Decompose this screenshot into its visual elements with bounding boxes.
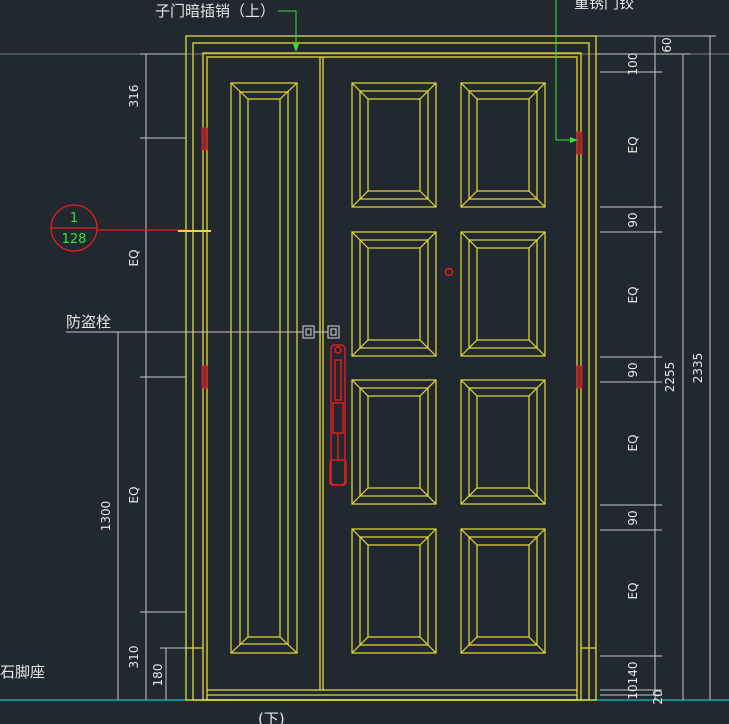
dim-right-eq-2: EQ: [626, 286, 640, 303]
dim-right-140: 140: [626, 662, 640, 685]
dim-right-90-3: 90: [626, 510, 640, 525]
dim-left-310: 310: [127, 646, 141, 669]
dim-right-20: 20: [651, 689, 665, 704]
hinge-right-bottom: [576, 365, 583, 389]
label-anti-theft: 防盗栓: [66, 313, 111, 331]
right-leaf-panels: [351, 82, 546, 654]
label-bottom: (下): [258, 710, 285, 724]
door-handle: [329, 344, 347, 486]
dim-right-10: 10: [626, 684, 640, 699]
hinges: [201, 127, 583, 389]
hinge-right-top: [576, 131, 583, 155]
dim-right-eq-1: EQ: [626, 136, 640, 153]
dim-left-eq-upper: EQ: [127, 249, 141, 266]
label-hinge: 重锈门铰: [574, 0, 634, 12]
door-panel-3: [351, 231, 437, 357]
door-panel-7: [351, 528, 437, 654]
section-tag-bottom: 128: [62, 232, 87, 247]
dim-left-eq-lower: EQ: [127, 486, 141, 503]
door-panel-5: [351, 379, 437, 505]
dim-right-90-1: 90: [626, 212, 640, 227]
dim-right-2335: 2335: [691, 353, 705, 384]
section-tag: 1 128: [50, 204, 211, 252]
dim-right-90-2: 90: [626, 362, 640, 377]
door-panel-2: [460, 82, 546, 208]
leader-arrow-top: [293, 44, 299, 52]
anti-theft-bolt: [302, 325, 340, 339]
door-panel-8: [460, 528, 546, 654]
dim-right-60: 60: [660, 37, 674, 52]
hinge-left-top: [201, 127, 208, 151]
dim-right-eq-3: EQ: [626, 434, 640, 451]
dim-right-eq-4: EQ: [626, 582, 640, 599]
dim-left-316: 316: [127, 85, 141, 108]
door-panel-1: [351, 82, 437, 208]
peephole-icon: [444, 267, 454, 277]
left-leaf-panel: [230, 82, 298, 654]
dim-left-1300: 1300: [99, 501, 113, 532]
label-stone-base: 石脚座: [0, 663, 45, 681]
label-top-bolt: 子门暗插销（上）: [155, 2, 275, 20]
leader-arrow-right: [570, 137, 578, 143]
door-panel-4: [460, 231, 546, 357]
dim-right-100: 100: [626, 53, 640, 76]
section-tag-top: 1: [70, 211, 78, 226]
door-panel-6: [460, 379, 546, 505]
dim-right-2255: 2255: [663, 362, 677, 393]
hinge-left-bottom: [201, 365, 208, 389]
left-dimension-lines: [112, 53, 186, 700]
dim-left-180: 180: [151, 664, 165, 687]
right-dimension-lines: [596, 35, 716, 700]
